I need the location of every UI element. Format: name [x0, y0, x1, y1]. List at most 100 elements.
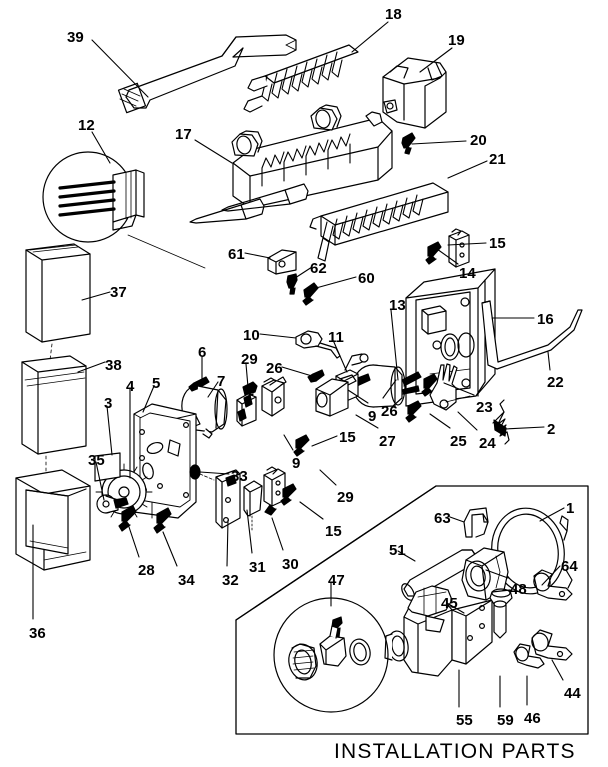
callout-44: 44	[564, 685, 581, 702]
part-39-wire-harness	[117, 34, 297, 114]
leader-37	[81, 291, 111, 301]
part-5-support-plate	[133, 403, 215, 519]
leader-5	[142, 385, 155, 413]
leader-15	[299, 501, 324, 520]
part-22-shutoff-arm	[481, 300, 583, 370]
callout-35: 35	[88, 452, 105, 469]
leader-14	[436, 248, 459, 265]
part-25-screw	[405, 400, 422, 423]
part-55-water-valve	[384, 585, 493, 677]
leader-32	[226, 519, 229, 567]
callout-39: 39	[67, 29, 84, 46]
part-60-screw	[302, 282, 319, 306]
part-23-screw	[421, 373, 438, 397]
callout-leader-lines	[32, 21, 565, 708]
callout-15: 15	[489, 235, 506, 252]
part-34-screw	[153, 507, 172, 534]
callout-26: 26	[266, 360, 283, 377]
callout-61: 61	[228, 246, 245, 263]
leader-35	[95, 461, 105, 501]
part-32-mounting-plate	[215, 469, 241, 529]
leader-44	[551, 659, 564, 681]
part-19-fill-cup	[382, 57, 447, 129]
callout-1: 1	[566, 500, 575, 517]
leader-28	[127, 523, 140, 558]
callout-45: 45	[441, 595, 458, 612]
leader-11	[332, 339, 348, 373]
part-38-insulation-sheet	[21, 355, 87, 455]
leader-15	[311, 435, 338, 447]
part-8-bracket-b	[261, 376, 287, 417]
callout-29: 29	[337, 489, 354, 506]
leader-31	[246, 509, 253, 554]
leader-9	[347, 389, 369, 404]
leader-13	[390, 309, 399, 381]
callout-29: 29	[241, 351, 258, 368]
leader-15	[447, 242, 487, 246]
callout-38: 38	[105, 357, 122, 374]
part-14-screw	[425, 241, 442, 265]
callout-15: 15	[325, 523, 342, 540]
callout-7: 7	[217, 373, 226, 390]
leader-26	[281, 366, 313, 377]
part-62-screw	[286, 273, 298, 295]
part-64-clamp	[533, 569, 573, 601]
callout-37: 37	[110, 284, 127, 301]
part-21-stripper	[309, 182, 449, 262]
part-17-ice-mold-body	[189, 104, 393, 224]
part-8-bracket-a	[236, 393, 257, 427]
callout-16: 16	[537, 311, 554, 328]
leader-34	[162, 531, 178, 567]
callout-5: 5	[152, 375, 161, 392]
part-31-cam	[243, 480, 263, 533]
callout-30: 30	[282, 556, 299, 573]
part-63-clamp	[463, 507, 489, 538]
callout-48: 48	[510, 581, 527, 598]
leader-63	[449, 516, 465, 523]
leader-3	[106, 405, 113, 456]
part-2-spring	[492, 399, 510, 445]
callout-23: 23	[476, 399, 493, 416]
callout-27: 27	[379, 433, 396, 450]
leader-22	[547, 351, 551, 371]
leader-26	[382, 379, 397, 399]
installation-parts-panel-border	[235, 485, 589, 735]
leader-7	[207, 381, 219, 398]
callout-11: 11	[328, 329, 344, 346]
leader-12	[91, 131, 111, 164]
callout-12: 12	[78, 117, 95, 134]
callout-64: 64	[561, 558, 578, 575]
callout-21: 21	[489, 151, 506, 168]
leader-2	[504, 426, 545, 430]
leader-20	[411, 140, 467, 145]
part-46-clamp	[513, 643, 545, 669]
leader-21	[447, 160, 488, 179]
leader-24	[457, 411, 478, 431]
part-30-switch	[263, 466, 286, 516]
part-37-insulation-sheet	[25, 243, 91, 343]
callout-20: 20	[470, 132, 487, 149]
leader-33	[199, 471, 230, 475]
callout-26: 26	[381, 403, 398, 420]
part-10-lever	[295, 330, 341, 359]
leader-60	[315, 276, 357, 289]
leader-27	[355, 414, 379, 429]
callout-60: 60	[358, 270, 375, 287]
callout-18: 18	[385, 6, 402, 23]
leader-10	[259, 333, 297, 339]
part-9-solenoid	[315, 374, 357, 417]
part-61-bracket	[267, 249, 297, 275]
part-59-grommet	[489, 588, 513, 639]
leader-1	[539, 507, 565, 522]
callout-22: 22	[547, 374, 564, 391]
callout-31: 31	[249, 559, 266, 576]
callout-63: 63	[434, 510, 451, 527]
part-28-screw	[118, 505, 137, 532]
part-16-module-housing	[405, 268, 496, 407]
callout-32: 32	[222, 572, 239, 589]
leader-25	[429, 413, 451, 429]
part-36-insulation-box	[15, 469, 91, 571]
callout-14: 14	[459, 265, 476, 282]
leader-9	[283, 434, 294, 451]
leader-48	[485, 569, 509, 579]
